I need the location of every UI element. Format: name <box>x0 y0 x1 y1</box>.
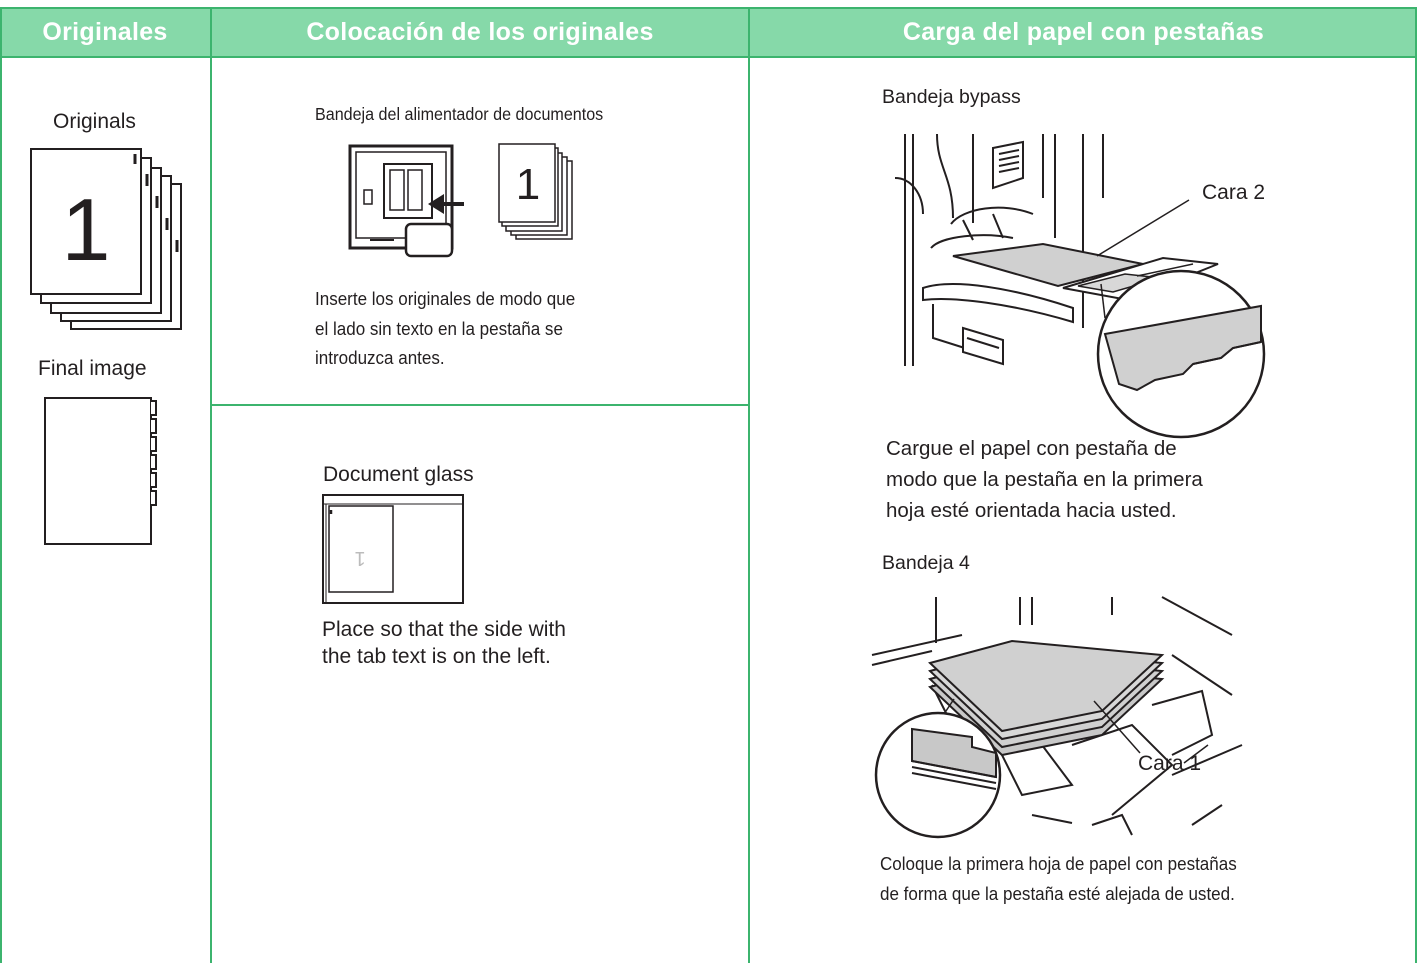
feeder-page-number: 1 <box>516 160 540 209</box>
originals-stack-illustration: 1 <box>30 148 182 330</box>
glass-line-1: Place so that the side with <box>322 618 566 641</box>
feeder-originals-stack: 1 <box>498 143 573 240</box>
originals-page-number: 1 <box>62 180 111 279</box>
document-feeder-illustration <box>348 144 464 258</box>
tray4-callout: Cara 1 <box>1138 752 1202 775</box>
tray4-label: Bandeja 4 <box>882 552 970 574</box>
glass-line-2: the tab text is on the left. <box>322 645 551 669</box>
feeder-line-2: el lado sin texto en la pestaña se <box>315 317 563 339</box>
bypass-callout: Cara 2 <box>1202 181 1266 204</box>
glass-instructions: Place so that the side with the tab text… <box>322 616 566 671</box>
feeder-instructions: Inserte los originales de modo que el la… <box>315 284 575 373</box>
bypass-instructions: Cargue el papel con pestaña de modo que … <box>886 434 1203 526</box>
glass-label: Document glass <box>323 463 474 486</box>
feeder-line-3: introduzca antes. <box>315 347 445 369</box>
svg-text:1: 1 <box>354 547 365 569</box>
divider-col2-row <box>210 404 750 406</box>
divider-col2 <box>748 7 750 963</box>
bypass-tray-illustration <box>894 133 1266 439</box>
header-originales: Originales <box>0 7 210 58</box>
header-colocacion: Colocación de los originales <box>212 7 748 58</box>
header-carga: Carga del papel con pestañas <box>750 7 1417 58</box>
tray4-line-1: Coloque la primera hoja de papel con pes… <box>880 853 1237 874</box>
final-image-label: Final image <box>38 357 147 380</box>
tray4-instructions: Coloque la primera hoja de papel con pes… <box>880 849 1237 908</box>
right-border <box>1415 7 1417 963</box>
feeder-label: Bandeja del alimentador de documentos <box>315 104 604 124</box>
bypass-line-2: modo que la pestaña en la primera <box>886 467 1203 491</box>
bypass-line-3: hoja esté orientada hacia usted. <box>886 498 1177 522</box>
document-glass-illustration: 1 <box>322 494 464 604</box>
bypass-line-1: Cargue el papel con pestaña de <box>886 437 1177 460</box>
header-colocacion-label: Colocación de los originales <box>306 18 654 46</box>
feeder-line-1: Inserte los originales de modo que <box>315 288 576 309</box>
originals-label: Originals <box>53 110 136 133</box>
tray4-line-2: de forma que la pestaña esté alejada de … <box>880 882 1235 904</box>
divider-col1 <box>210 7 212 963</box>
header-carga-label: Carga del papel con pestañas <box>902 18 1265 46</box>
bypass-label: Bandeja bypass <box>882 86 1021 108</box>
left-border <box>0 7 2 963</box>
header-originales-label: Originales <box>42 18 168 46</box>
tray4-illustration <box>871 596 1243 839</box>
final-image-illustration <box>44 397 157 545</box>
